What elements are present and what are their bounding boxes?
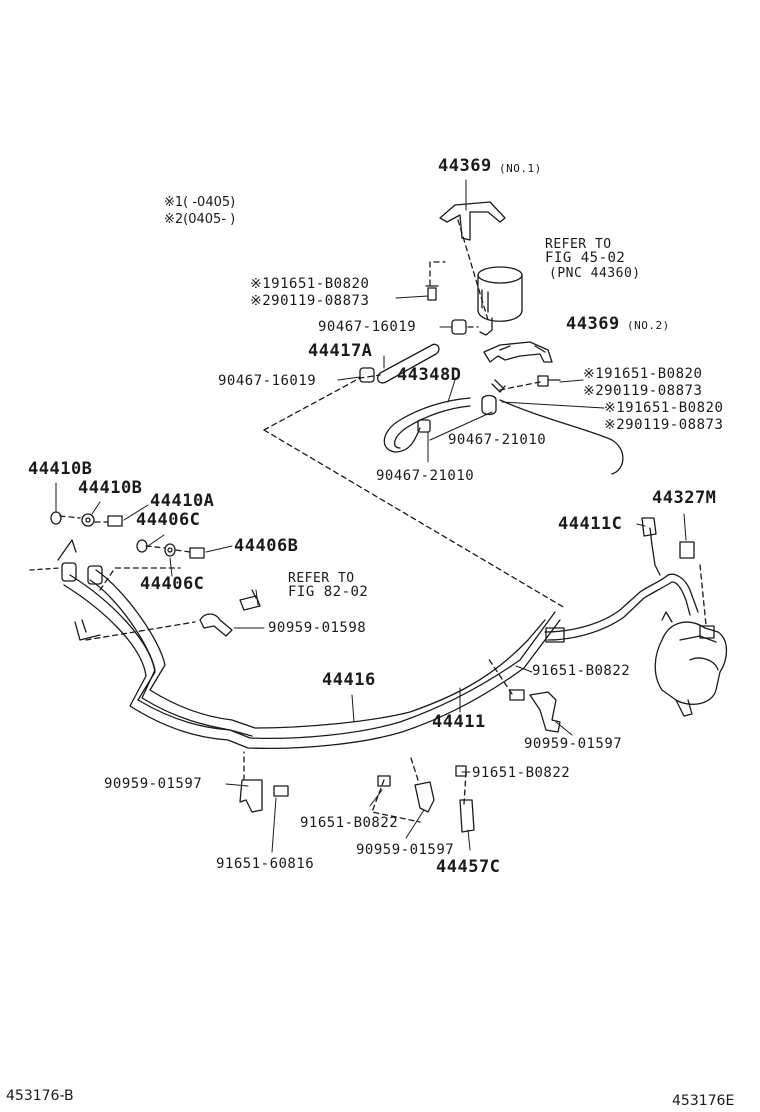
part-91651-b0822-center: 91651-B0822 xyxy=(472,765,571,781)
oil-reservoir xyxy=(477,266,523,336)
part-90467-21010-left: 90467-21010 xyxy=(376,468,475,484)
part-90467-16019-lower: 90467-16019 xyxy=(218,373,317,389)
bracket-44369-no1 xyxy=(439,201,506,241)
left-pipe-fittings xyxy=(29,539,103,641)
part-90467-21010-right: 90467-21010 xyxy=(448,432,547,448)
part-191651-b0820-mid: ※191651-B0820 xyxy=(583,366,703,382)
part-90959-01598: 90959-01598 xyxy=(268,620,367,636)
part-91651-60816: 91651-60816 xyxy=(216,856,315,872)
part-44410b-inner: 44410B xyxy=(78,478,143,498)
bracket-44369-no2 xyxy=(483,341,553,363)
part-90959-01597-left: 90959-01597 xyxy=(104,776,203,792)
part-44410a: 44410A xyxy=(150,491,215,511)
part-90467-16019-upper: 90467-16019 xyxy=(318,319,417,335)
return-pipe-44411 xyxy=(89,569,546,737)
return-hose-right xyxy=(499,399,624,475)
diagram-code-right: 453176E xyxy=(672,1093,735,1109)
part-44406c-lower: 44406C xyxy=(140,574,205,594)
steering-gear-box xyxy=(654,611,728,717)
part-44369-no1: 44369 xyxy=(438,156,492,176)
part-44369-no2: 44369 xyxy=(566,314,620,334)
part-44369-no2-qualifier: (NO.2) xyxy=(627,319,670,332)
part-44369-no1-qualifier: (NO.1) xyxy=(499,162,542,175)
part-290119-08873-low: ※290119-08873 xyxy=(604,417,724,433)
part-90959-01597-right: 90959-01597 xyxy=(524,736,623,752)
bolts xyxy=(107,285,561,797)
note-1: ※1( -0405) xyxy=(164,195,236,210)
hose-44417a xyxy=(359,343,440,384)
pressure-pipe-44416 xyxy=(63,574,561,750)
refer-1-line1: REFER TO xyxy=(545,237,612,252)
part-44457c: 44457C xyxy=(436,857,501,877)
part-44406b: 44406B xyxy=(234,536,299,556)
part-44406c-upper: 44406C xyxy=(136,510,201,530)
part-44411: 44411 xyxy=(432,712,486,732)
diagram-code-left: 453176-B xyxy=(6,1088,74,1104)
part-44327m: 44327M xyxy=(652,488,717,508)
part-44410b-outer: 44410B xyxy=(28,459,93,479)
leader-lines xyxy=(55,179,687,853)
note-2: ※2(0405- ) xyxy=(164,212,236,227)
part-90959-01597-center: 90959-01597 xyxy=(356,842,455,858)
part-44348d: 44348D xyxy=(397,365,462,385)
part-91651-b0822-lower: 91651-B0822 xyxy=(300,815,399,831)
pipe-clips xyxy=(199,613,561,833)
part-191651-b0820-low: ※191651-B0820 xyxy=(604,400,724,416)
part-191651-b0820-top: ※191651-B0820 xyxy=(250,276,370,292)
part-91651-b0822-right: 91651-B0822 xyxy=(532,663,631,679)
refer-1-line3: (PNC 44360) xyxy=(549,266,641,281)
small-fittings-right xyxy=(641,517,695,559)
dashed-guide-lines xyxy=(59,219,707,823)
part-290119-08873-top: ※290119-08873 xyxy=(250,293,370,309)
refer-1-line2: FIG 45-02 xyxy=(545,250,626,266)
hose-44348d xyxy=(383,397,471,453)
part-44416: 44416 xyxy=(322,670,376,690)
part-44411c: 44411C xyxy=(558,514,623,534)
part-44417a: 44417A xyxy=(308,341,373,361)
refer-2-line1: REFER TO xyxy=(288,571,355,586)
pipe-to-gear-box xyxy=(544,527,699,643)
part-290119-08873-mid: ※290119-08873 xyxy=(583,383,703,399)
refer-2-line2: FIG 82-02 xyxy=(288,584,369,600)
